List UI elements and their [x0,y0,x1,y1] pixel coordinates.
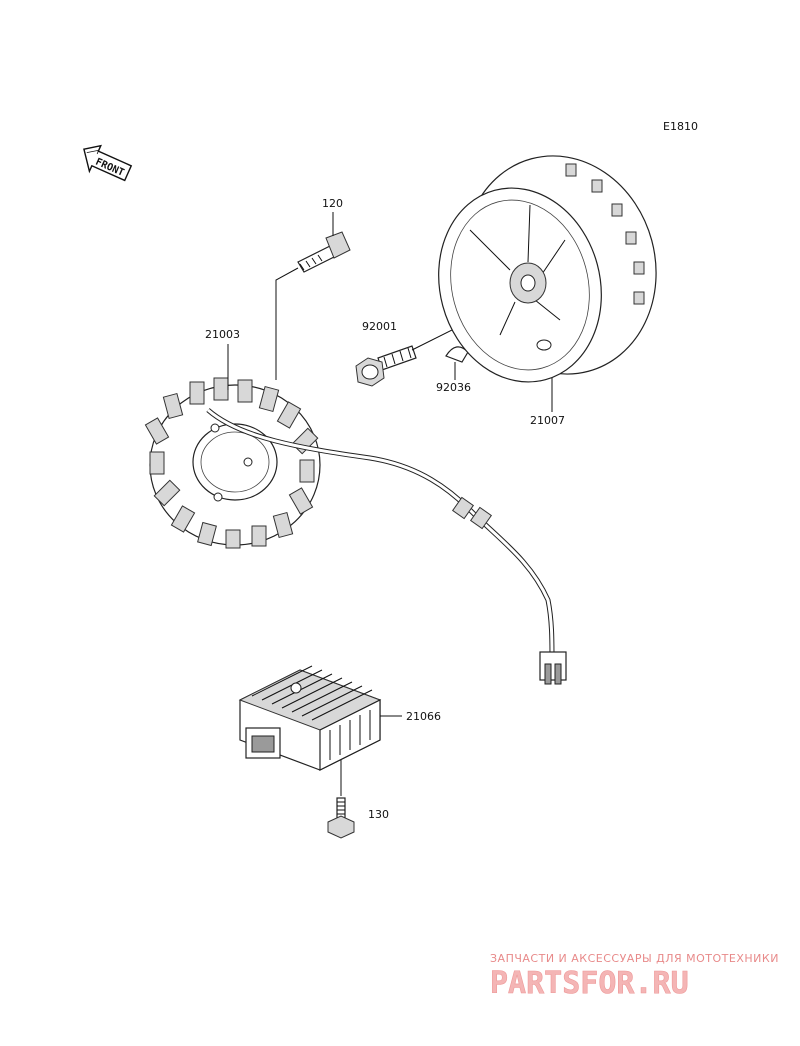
stator-21003 [144,377,321,549]
leader-120-stator [275,267,299,380]
callout-120: 120 [322,197,343,210]
watermark-tagline: ЗАПЧАСТИ И АКСЕССУАРЫ ДЛЯ МОТОТЕХНИКИ [490,952,779,965]
bolt-92001 [355,345,417,387]
callout-21007: 21007 [530,414,565,427]
diagram-code: E1810 [663,120,698,133]
callout-92001: 92001 [362,320,397,333]
callout-21003: 21003 [205,328,240,341]
stator-harness [206,408,567,685]
callout-92036: 92036 [436,381,471,394]
rotor-21007 [438,155,657,383]
regulator-21066 [238,665,382,771]
callout-130: 130 [368,808,389,821]
callout-21066: 21066 [406,710,441,723]
watermark-logo: PARTSFOR.RU [490,966,689,1001]
front-arrow-icon: FRONT [83,144,133,182]
bolt-130 [327,797,355,839]
bolt-120 [297,231,351,273]
